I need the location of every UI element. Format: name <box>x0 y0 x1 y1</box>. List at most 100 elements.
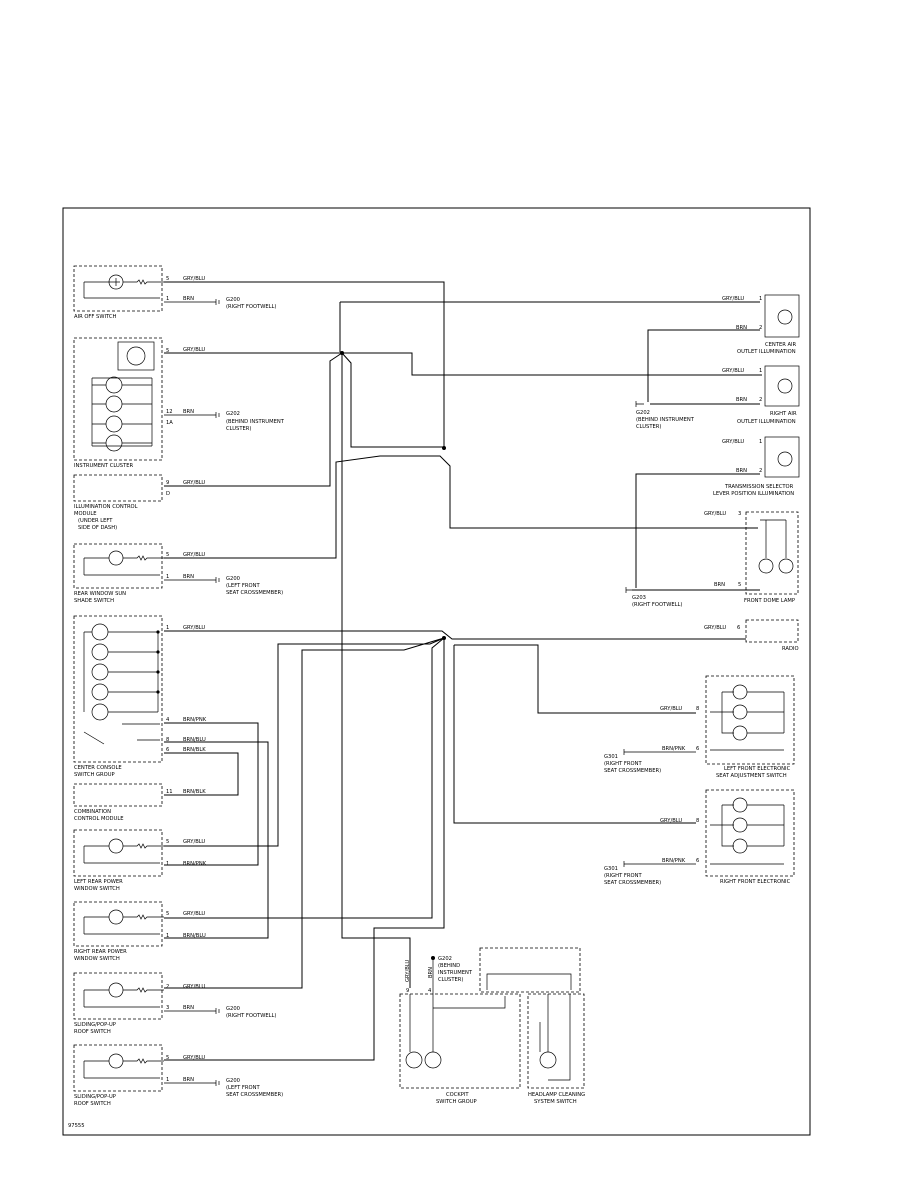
svg-text:2: 2 <box>759 397 762 403</box>
center-air-outlet-illumination: GRY/BLU BRN 1 2 CENTER AIR OUTLET ILLUMI… <box>722 294 800 355</box>
svg-text:ILLUMINATION CONTROL: ILLUMINATION CONTROL <box>74 504 138 510</box>
svg-text:(RIGHT FRONT: (RIGHT FRONT <box>604 761 642 767</box>
svg-text:1: 1 <box>759 296 762 302</box>
svg-text:BRN: BRN <box>736 468 747 474</box>
g202-ground-right: G202 (BEHIND INSTRUMENT CLUSTER) <box>635 401 695 430</box>
g301-ground-1: G301 (RIGHT FRONT SEAT CROSSMEMBER) <box>604 749 696 774</box>
left-rear-power-window-switch: LEFT REAR POWER WINDOW SWITCH 5 1 <box>73 829 169 892</box>
svg-text:9: 9 <box>166 480 169 486</box>
svg-text:FRONT DOME LAMP: FRONT DOME LAMP <box>744 598 795 604</box>
svg-text:G200: G200 <box>226 297 240 303</box>
svg-text:ROOF SWITCH: ROOF SWITCH <box>74 1029 111 1035</box>
instrument-cluster-label: INSTRUMENT CLUSTER <box>74 463 134 469</box>
left-wire-labels: GRY/BLU BRN GRY/BLU BRN GRY/BLU GRY/BLU … <box>183 276 207 1083</box>
svg-text:GRY/BLU: GRY/BLU <box>722 296 744 302</box>
svg-text:1: 1 <box>166 296 169 302</box>
svg-text:GRY/BLU: GRY/BLU <box>183 839 205 845</box>
sliding-roof-switch-2: SLIDING/POP-UP ROOF SWITCH 5 1 <box>73 1044 169 1107</box>
svg-text:SWITCH GROUP: SWITCH GROUP <box>436 1099 477 1105</box>
svg-text:6: 6 <box>737 625 740 631</box>
svg-text:GRY/BLU: GRY/BLU <box>183 625 205 631</box>
headlamp-cleaning-system-switch: HEADLAMP CLEANING SYSTEM SWITCH <box>527 993 585 1105</box>
svg-text:COCKPIT: COCKPIT <box>446 1092 469 1098</box>
svg-text:GRY/BLU: GRY/BLU <box>183 347 205 353</box>
left-front-seat-adjustment-switch: GRY/BLU BRN/PNK 8 6 LEFT FRONT ELECTRONI… <box>660 675 795 779</box>
svg-text:GRY/BLU: GRY/BLU <box>183 480 205 486</box>
right-front-seat-switch: GRY/BLU BRN/PNK 8 6 RIGHT FRONT ELECTRON… <box>660 789 795 885</box>
svg-text:G301: G301 <box>604 866 618 872</box>
svg-text:BRN: BRN <box>736 325 747 331</box>
svg-text:(UNDER LEFT: (UNDER LEFT <box>78 518 113 524</box>
svg-text:1A: 1A <box>166 420 173 426</box>
svg-text:2: 2 <box>759 325 762 331</box>
svg-text:G301: G301 <box>604 754 618 760</box>
svg-text:BRN/PNK: BRN/PNK <box>662 746 686 752</box>
svg-text:(LEFT FRONT: (LEFT FRONT <box>226 1085 260 1091</box>
svg-text:OUTLET ILLUMINATION: OUTLET ILLUMINATION <box>737 419 796 425</box>
upper-connector <box>479 947 581 993</box>
svg-text:5: 5 <box>166 911 169 917</box>
front-dome-lamp: GRY/BLU BRN 3 5 FRONT DOME LAMP <box>704 511 799 604</box>
svg-text:G202: G202 <box>636 410 650 416</box>
svg-text:GRY/BLU: GRY/BLU <box>722 439 744 445</box>
svg-text:5: 5 <box>166 276 169 282</box>
junctions <box>156 351 446 694</box>
svg-text:G200: G200 <box>226 576 240 582</box>
svg-text:(BEHIND INSTRUMENT: (BEHIND INSTRUMENT <box>226 419 285 425</box>
diagram-frame <box>62 207 811 1136</box>
svg-text:GRY/BLU: GRY/BLU <box>183 984 205 990</box>
svg-text:SEAT CROSSMEMBER): SEAT CROSSMEMBER) <box>604 768 661 774</box>
svg-text:6: 6 <box>166 747 169 753</box>
svg-text:BRN: BRN <box>183 296 194 302</box>
figure-id: 97555 <box>68 1123 85 1129</box>
svg-text:SWITCH GROUP: SWITCH GROUP <box>74 772 115 778</box>
svg-text:3: 3 <box>738 511 741 517</box>
svg-text:(RIGHT FOOTWELL): (RIGHT FOOTWELL) <box>226 1013 276 1019</box>
svg-text:SLIDING/POP-UP: SLIDING/POP-UP <box>74 1094 116 1100</box>
svg-text:1: 1 <box>759 439 762 445</box>
svg-text:5: 5 <box>166 348 169 354</box>
svg-text:CLUSTER): CLUSTER) <box>438 977 463 983</box>
g202-ground-bottom: G202 (BEHIND INSTRUMENT CLUSTER) <box>431 956 473 994</box>
svg-text:5: 5 <box>166 552 169 558</box>
svg-text:TRANSMISSION SELECTOR: TRANSMISSION SELECTOR <box>724 484 794 490</box>
svg-text:D: D <box>166 491 170 497</box>
svg-text:BRN: BRN <box>428 967 434 978</box>
radio: GRY/BLU 6 RADIO <box>704 619 799 652</box>
svg-text:BRN/BLU: BRN/BLU <box>183 933 206 939</box>
svg-text:G202: G202 <box>226 411 240 417</box>
svg-text:G200: G200 <box>226 1006 240 1012</box>
svg-text:ROOF SWITCH: ROOF SWITCH <box>74 1101 111 1107</box>
g203-ground: G203 (RIGHT FOOTWELL) <box>625 587 682 608</box>
svg-text:1: 1 <box>166 933 169 939</box>
svg-text:GRY/BLU: GRY/BLU <box>183 1055 205 1061</box>
svg-text:6: 6 <box>696 746 699 752</box>
svg-text:CENTER CONSOLE: CENTER CONSOLE <box>74 765 122 771</box>
svg-text:RADIO: RADIO <box>782 646 799 652</box>
svg-text:1: 1 <box>166 1077 169 1083</box>
svg-text:4: 4 <box>428 988 432 994</box>
svg-text:GRY/BLU: GRY/BLU <box>704 625 726 631</box>
svg-text:1: 1 <box>166 574 169 580</box>
svg-text:(RIGHT FRONT: (RIGHT FRONT <box>604 873 642 879</box>
svg-text:4: 4 <box>166 717 170 723</box>
svg-text:BRN: BRN <box>183 409 194 415</box>
svg-text:G200: G200 <box>226 1078 240 1084</box>
svg-text:WINDOW SWITCH: WINDOW SWITCH <box>74 886 120 892</box>
svg-text:CONTROL MODULE: CONTROL MODULE <box>74 816 124 822</box>
svg-text:GRY/BLU: GRY/BLU <box>722 368 744 374</box>
air-off-switch: AIR OFF SWITCH 5 1 <box>73 265 169 320</box>
svg-text:SEAT CROSSMEMBER): SEAT CROSSMEMBER) <box>604 880 661 886</box>
svg-text:BRN: BRN <box>183 1005 194 1011</box>
svg-text:CLUSTER): CLUSTER) <box>226 426 251 432</box>
svg-text:G203: G203 <box>632 595 646 601</box>
svg-text:BRN/BLU: BRN/BLU <box>183 737 206 743</box>
svg-text:9: 9 <box>406 988 409 994</box>
svg-text:LEFT REAR POWER: LEFT REAR POWER <box>74 879 123 885</box>
svg-text:GRY/BLU: GRY/BLU <box>183 552 205 558</box>
svg-text:5: 5 <box>166 839 169 845</box>
svg-text:3: 3 <box>166 1005 169 1011</box>
svg-text:MODULE: MODULE <box>74 511 97 517</box>
svg-text:BRN: BRN <box>714 582 725 588</box>
svg-text:11: 11 <box>166 789 173 795</box>
